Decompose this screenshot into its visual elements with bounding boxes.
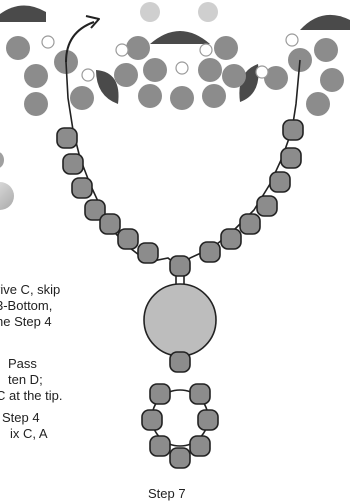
ring-bead <box>141 409 163 431</box>
gray-bead <box>114 63 138 87</box>
gray-bead <box>320 68 344 92</box>
strand-bead <box>71 177 93 199</box>
gray-bead <box>198 2 218 22</box>
strand-bead <box>117 228 139 250</box>
strand-bead <box>137 242 159 264</box>
gray-bead <box>264 66 288 90</box>
gray-bead <box>126 36 150 60</box>
dark-half-bead <box>300 14 350 30</box>
gray-bead <box>143 58 167 82</box>
gray-bead <box>6 36 30 60</box>
instruction-text-line: 3-Bottom, <box>0 298 53 313</box>
dark-half-bead <box>239 64 259 102</box>
left-strand <box>56 127 159 264</box>
strand-bead <box>269 171 291 193</box>
gray-bead <box>24 92 48 116</box>
instruction-text-line: he Step 4 <box>0 314 52 329</box>
strand-bead <box>280 147 302 169</box>
ring-bead <box>197 409 219 431</box>
gray-bead <box>138 84 162 108</box>
strand-bead <box>56 127 78 149</box>
instruction-text-line: Pass <box>8 356 37 371</box>
gray-bead <box>198 58 222 82</box>
gray-bead <box>314 38 338 62</box>
strand-bead <box>62 153 84 175</box>
instruction-text-line: Step 4 <box>2 410 40 425</box>
tip-ring <box>141 383 219 469</box>
connector-bead <box>169 351 191 373</box>
large-round-bead <box>143 283 217 357</box>
strand-bead <box>199 241 221 263</box>
strand-bead <box>256 195 278 217</box>
seed-bead <box>175 61 189 75</box>
gray-bead <box>70 86 94 110</box>
gray-bead <box>170 86 194 110</box>
seed-bead <box>41 35 55 49</box>
seed-bead <box>81 68 95 82</box>
seed-bead <box>115 43 129 57</box>
dark-half-bead <box>96 70 119 104</box>
gray-bead <box>214 36 238 60</box>
gray-bead <box>222 64 246 88</box>
step-caption: Step 7 <box>148 486 186 501</box>
gray-bead <box>140 2 160 22</box>
right-strand <box>199 119 304 263</box>
ring-bead <box>169 447 191 469</box>
junction-bead <box>169 255 191 277</box>
ring-bead <box>149 435 171 457</box>
dark-half-bead <box>0 5 46 22</box>
curved-arrow-icon <box>65 15 100 63</box>
ring-bead <box>149 383 171 405</box>
instruction-text-line: ix C, A <box>10 426 48 441</box>
top-beadwork <box>0 2 350 116</box>
gray-bead <box>306 92 330 116</box>
ring-bead <box>189 435 211 457</box>
strand-bead <box>99 213 121 235</box>
strand-bead <box>220 228 242 250</box>
seed-bead <box>199 43 213 57</box>
ring-bead <box>189 383 211 405</box>
strand-bead <box>282 119 304 141</box>
gray-bead <box>24 64 48 88</box>
seed-bead <box>285 33 299 47</box>
strand-bead <box>239 213 261 235</box>
partial-bead <box>0 182 14 210</box>
instruction-text-line: rive C, skip <box>0 282 61 297</box>
strand-bead <box>84 199 106 221</box>
instruction-text-line: ten D; <box>8 372 43 387</box>
gray-bead <box>202 84 226 108</box>
thread-paths <box>65 59 301 447</box>
seed-bead <box>255 65 269 79</box>
partial-bead <box>0 152 4 168</box>
instruction-text-line: C at the tip. <box>0 388 63 403</box>
dark-half-bead <box>150 31 210 44</box>
